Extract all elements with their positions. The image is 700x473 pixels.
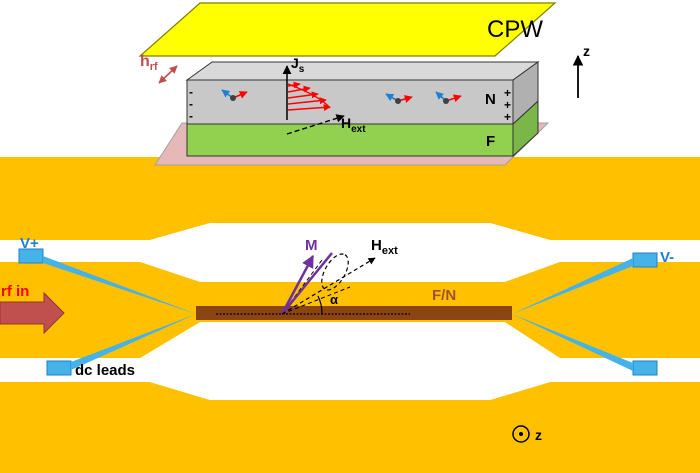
- v-minus-label: V-: [660, 249, 674, 266]
- cone-left-edge: [281, 259, 323, 315]
- hrf-double-arrow: [158, 65, 178, 84]
- lead-left-upper: [43, 256, 196, 314]
- z-top-label: z: [583, 43, 590, 59]
- hext-label: Hext: [371, 237, 398, 257]
- hrf-label: hrf: [140, 53, 158, 73]
- z-out-of-plane-dot: [519, 432, 523, 436]
- n-layer-label: N: [485, 91, 496, 108]
- hext-top-arrow: [286, 114, 345, 135]
- pad-v-minus: [632, 252, 658, 268]
- lead-right-upper: [512, 258, 633, 314]
- lead-left-lower: [71, 314, 196, 370]
- cpw-label: CPW: [487, 16, 543, 43]
- minus-charge-2: -: [189, 97, 193, 111]
- z-bottom-label: z: [535, 427, 542, 443]
- m-vector-arrow: [280, 254, 315, 315]
- lower-ground-plane: [0, 382, 700, 473]
- upper-ground-plane: [0, 157, 700, 240]
- plus-charge-1: +: [504, 86, 511, 100]
- lead-right-lower: [512, 314, 633, 371]
- labels: CPW hrf Js N F Hext z V+ V- rf in dc lea…: [1, 16, 674, 443]
- hext-top-label: Hext: [341, 115, 366, 135]
- pad-dc-right: [632, 360, 658, 376]
- upper-gap: [0, 223, 700, 282]
- layer-schematic: - - - + + +: [138, 2, 584, 166]
- alpha-label: α: [330, 292, 338, 307]
- plus-charge-2: +: [504, 98, 511, 112]
- n-layer-top: [185, 61, 540, 81]
- rf-in-arrow: [0, 291, 65, 335]
- minus-charge-3: -: [189, 109, 193, 123]
- m-vector-arrow-2: [281, 252, 333, 315]
- minus-charge-1: -: [189, 85, 193, 99]
- spin-symbol-2: [385, 93, 413, 104]
- m-label: M: [305, 237, 318, 254]
- z-out-of-plane-icon: [512, 425, 530, 443]
- cone-right-edge: [281, 286, 351, 315]
- spin-symbol-3: [435, 91, 462, 104]
- v-plus-label: V+: [20, 235, 39, 252]
- device-layout: [0, 157, 700, 473]
- plus-charge-3: +: [504, 110, 511, 124]
- lower-gap: [0, 322, 700, 400]
- n-layer-side: [512, 61, 539, 126]
- fn-strip: [196, 306, 512, 320]
- cpw-plate: [138, 2, 557, 57]
- f-layer-label: F: [486, 133, 495, 150]
- js-label: Js: [291, 55, 305, 75]
- spin-current-profile: [287, 81, 331, 111]
- spin-symbol-1: [221, 89, 248, 101]
- fn-label: F/N: [432, 287, 456, 304]
- signal-line-right-taper: [505, 262, 700, 358]
- rf-in-label: rf in: [1, 283, 29, 300]
- pad-dc-left: [46, 360, 72, 376]
- alpha-arc: [317, 295, 323, 315]
- dc-leads-label: dc leads: [75, 362, 135, 379]
